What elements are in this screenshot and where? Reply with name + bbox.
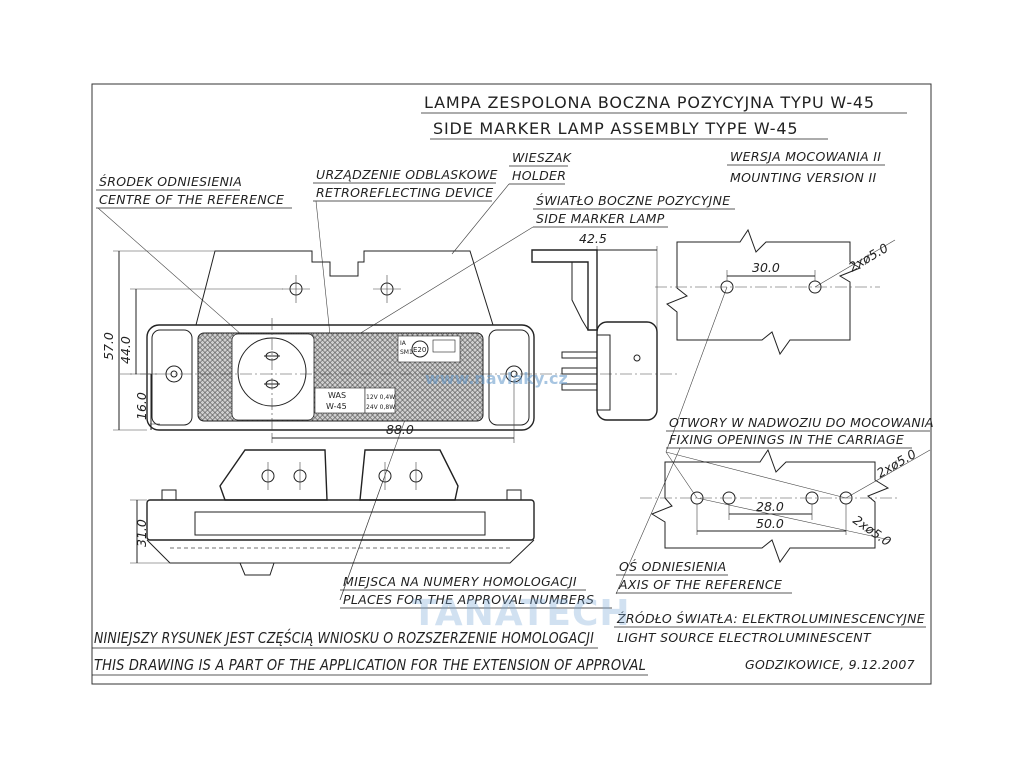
callout-lamp-en: SIDE MARKER LAMP (536, 211, 665, 226)
callout-retro-en: RETROREFLECTING DEVICE (316, 185, 493, 200)
drawing-frame (91, 83, 932, 685)
dim-31: 31.0 (134, 519, 149, 547)
callout-lamp-pl: ŚWIATŁO BOCZNE POZYCYJNE (536, 193, 731, 208)
bottom-view: 31.0 (130, 449, 535, 576)
dim-16: 16.0 (134, 392, 149, 420)
watermark-site: www.navlaky.cz (425, 369, 568, 388)
version-pl: WERSJA MOCOWANIA II (730, 149, 881, 164)
mounting-panel-2: 28.0 50.0 2xø5.0 2xø5.0 (640, 446, 931, 564)
watermark-brand: TANATECH (412, 593, 631, 634)
callout-openings-pl: OTWORY W NADWOZIU DO MOCOWANIA (669, 415, 934, 430)
callout-centre-pl: ŚRODEK ODNIESIENIA (99, 174, 242, 189)
side-view: 42.5 (531, 231, 658, 421)
dim-holes-3: 2xø5.0 (850, 512, 894, 549)
dim-57: 57.0 (101, 332, 116, 360)
version-en: MOUNTING VERSION II (730, 170, 876, 185)
source-pl: ŹRÓDŁO ŚWIATŁA: ELEKTROLUMINESCENCYJNE (616, 611, 925, 626)
marking-class-sm: SM1 (400, 349, 413, 356)
callout-places-en: PLACES FOR THE APPROVAL NUMBERS (343, 592, 594, 607)
marking-model: W-45 (326, 402, 347, 411)
marking-24v: 24V 0,8W (366, 404, 395, 411)
front-dimensions: 57.0 44.0 16.0 88.0 (101, 250, 515, 443)
dim-44: 44.0 (118, 336, 133, 364)
footer-note-pl: NINIEJSZY RYSUNEK JEST CZĘŚCIĄ WNIOSKU O… (94, 628, 594, 647)
dim-88: 88.0 (386, 422, 414, 437)
dim-28: 28.0 (756, 499, 784, 514)
callout-centre-en: CENTRE OF THE REFERENCE (99, 192, 284, 207)
source-en: LIGHT SOURCE ELECTROLUMINESCENT (617, 630, 872, 645)
place-date: GODZIKOWICE, 9.12.2007 (745, 657, 915, 672)
dim-30: 30.0 (752, 260, 780, 275)
callout-axis-en: AXIS OF THE REFERENCE (618, 577, 782, 592)
callout-axis-pl: OŚ ODNIESIENIA (619, 559, 726, 574)
callout-retro-pl: URZĄDZENIE ODBLASKOWE (316, 167, 498, 182)
front-view: WAS W-45 12V 0,4W 24V 0,8W E20 IA SM1 (120, 250, 680, 434)
footer-note-en: THIS DRAWING IS A PART OF THE APPLICATIO… (94, 656, 646, 674)
callout-holder-pl: WIESZAK (512, 150, 573, 165)
title-pl: LAMPA ZESPOLONA BOCZNA POZYCYJNA TYPU W-… (424, 93, 875, 112)
marking-maker: WAS (328, 391, 346, 400)
marking-12v: 12V 0,4W (366, 394, 395, 401)
title-en: SIDE MARKER LAMP ASSEMBLY TYPE W-45 (433, 119, 798, 138)
mounting-panel-1: 30.0 2xø5.0 (655, 228, 896, 356)
callout-places-pl: MIEJSCA NA NUMERY HOMOLOGACJI (343, 574, 577, 589)
marking-code: E20 (413, 346, 426, 354)
dim-50: 50.0 (756, 516, 784, 531)
marking-class-a: IA (400, 340, 407, 347)
callout-openings-en: FIXING OPENINGS IN THE CARRIAGE (669, 432, 904, 447)
dim-42-5: 42.5 (579, 231, 607, 246)
dim-holes-2: 2xø5.0 (874, 446, 919, 480)
callout-holder-en: HOLDER (512, 168, 566, 183)
dim-holes-1: 2xø5.0 (846, 240, 891, 274)
